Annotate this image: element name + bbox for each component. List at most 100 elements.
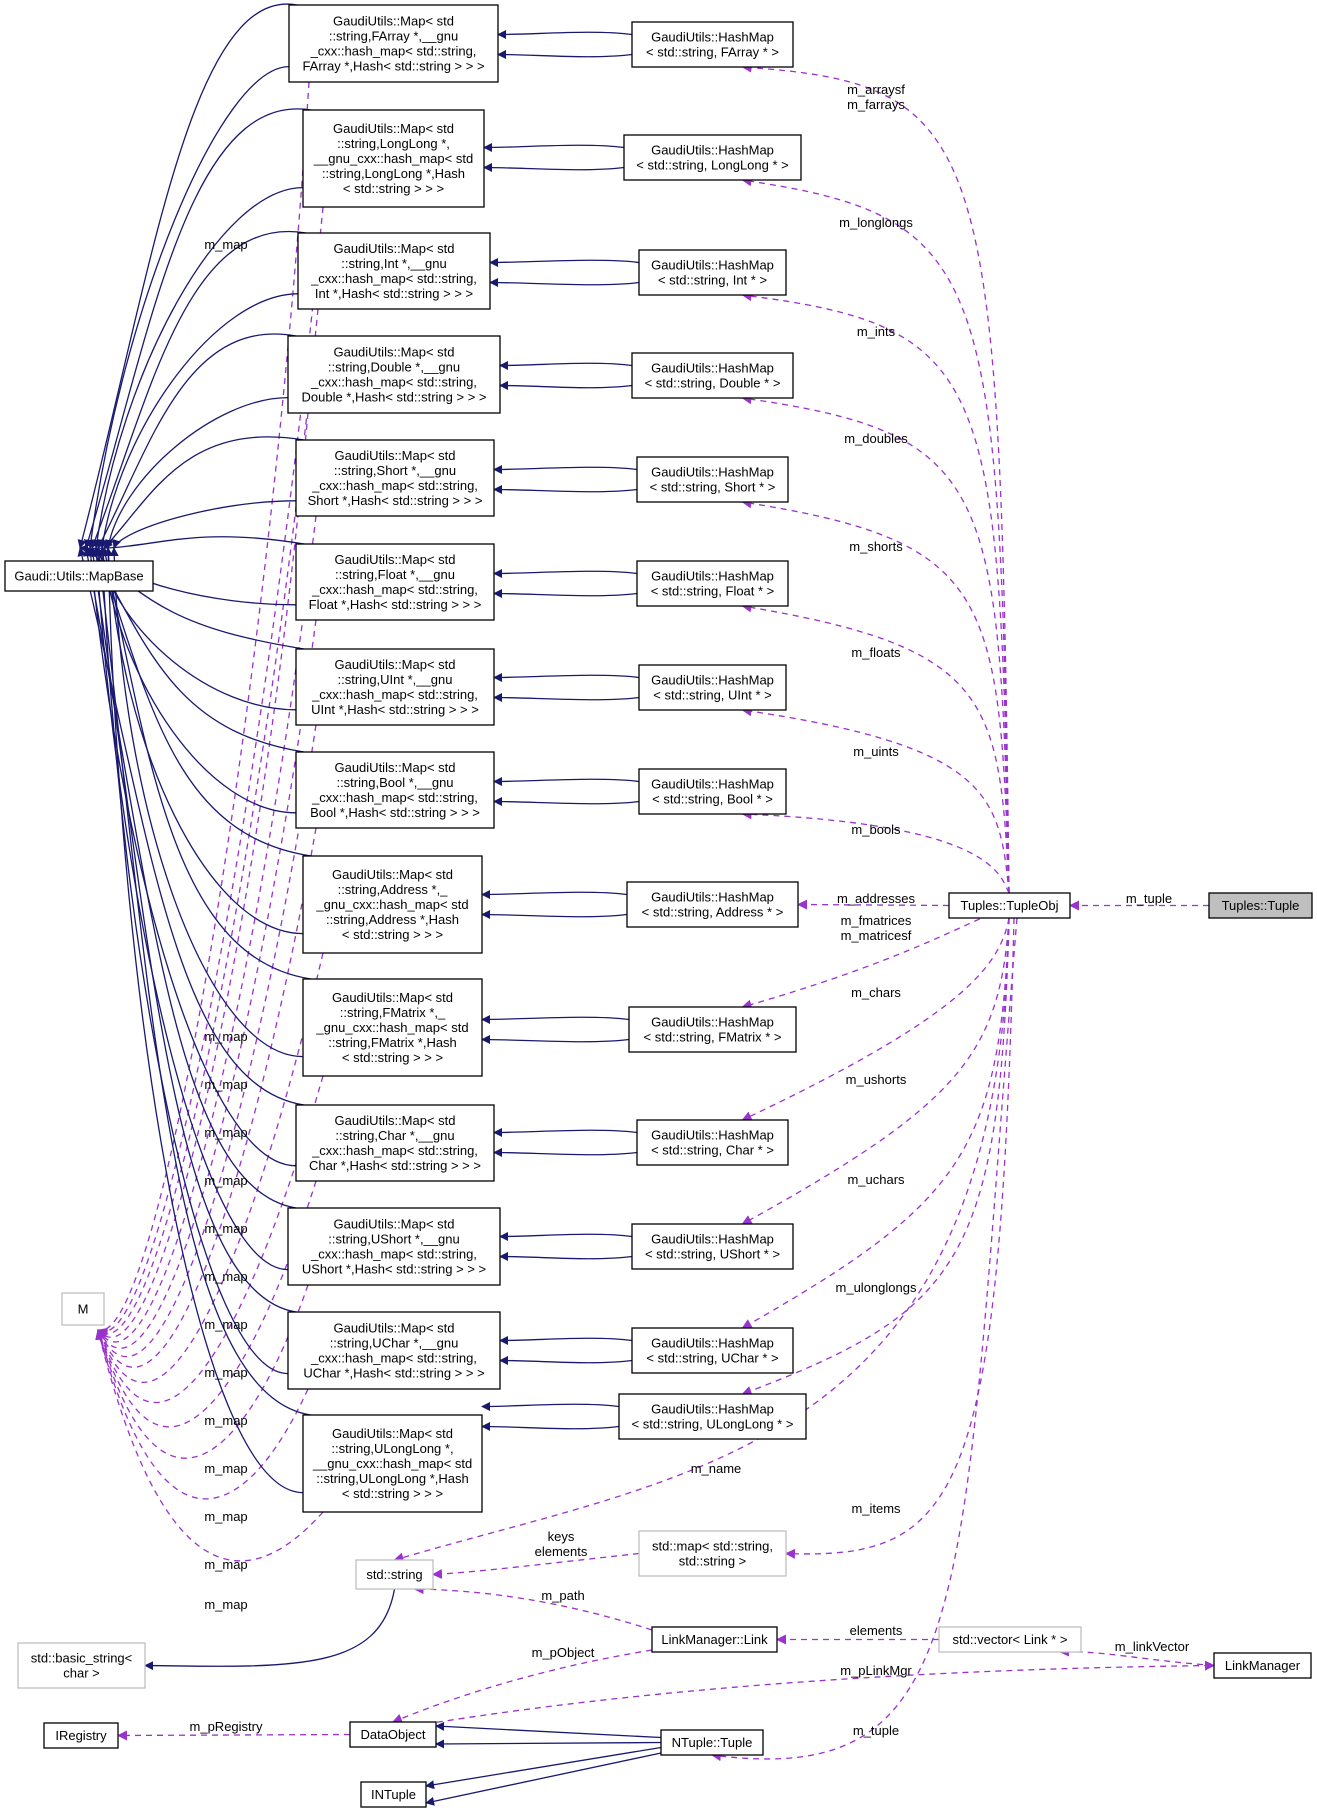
node-label-line: Short *,Hash< std::string > > > xyxy=(308,493,483,508)
node-label-line: < std::string, Float * > xyxy=(651,584,775,599)
node-box xyxy=(17,1642,146,1689)
node-linkmanager[interactable]: LinkManager xyxy=(1213,1652,1312,1679)
node-m-farray[interactable]: GaudiUtils::Map< std::string,FArray *,__… xyxy=(288,4,499,83)
node-label-line: GaudiUtils::Map< std xyxy=(332,1426,453,1441)
node-label-line: GaudiUtils::Map< std xyxy=(333,1321,454,1336)
node-h-int[interactable]: GaudiUtils::HashMap< std::string, Int * … xyxy=(638,249,787,296)
node-box xyxy=(302,855,483,954)
node-m-uchar[interactable]: GaudiUtils::Map< std::string,UChar *,__g… xyxy=(287,1311,501,1390)
node-m-int[interactable]: GaudiUtils::Map< std::string,Int *,__gnu… xyxy=(297,232,491,310)
edge-label-lbl-map-11: m_map xyxy=(204,1509,247,1524)
node-label-line: _cxx::hash_map< std::string, xyxy=(310,271,477,286)
node-iregistry[interactable]: IRegistry xyxy=(43,1722,119,1749)
node-box xyxy=(631,1327,794,1374)
node-m-char[interactable]: GaudiUtils::Map< std::string,Char *,__gn… xyxy=(295,1104,495,1182)
node-basicstring[interactable]: std::basic_string<char > xyxy=(17,1642,146,1689)
node-stdmap[interactable]: std::map< std::string,std::string > xyxy=(638,1530,787,1577)
node-h-short[interactable]: GaudiUtils::HashMap< std::string, Short … xyxy=(636,456,789,503)
node-h-address[interactable]: GaudiUtils::HashMap< std::string, Addres… xyxy=(626,881,799,928)
node-m-longlong[interactable]: GaudiUtils::Map< std::string,LongLong *,… xyxy=(302,109,485,208)
inherit-edge2-m_longlong-mapbase xyxy=(84,108,312,549)
node-stdstring[interactable]: std::string xyxy=(355,1559,434,1590)
node-ntuple[interactable]: NTuple::Tuple xyxy=(660,1729,764,1756)
edge-label-lbl-keys: elements xyxy=(535,1544,588,1559)
edge-label-lbl-plinkmgr: m_pLinkMgr xyxy=(840,1663,912,1678)
edge-label-lbl-pobject: m_pObject xyxy=(532,1645,595,1660)
usage-edge-m_ushort-m xyxy=(95,1284,309,1459)
node-label-line: UShort *,Hash< std::string > > > xyxy=(302,1262,486,1277)
node-label-line: std::vector< Link * > xyxy=(953,1632,1068,1647)
usage-edge-m_fmatrix-m xyxy=(96,1075,324,1404)
node-label-line: < std::string, UInt * > xyxy=(653,688,772,703)
node-label-line: < std::string, Address * > xyxy=(642,905,784,920)
usage-edge-tupleobj-h_address xyxy=(797,899,950,910)
node-m-float[interactable]: GaudiUtils::Map< std::string,Float *,__g… xyxy=(295,543,495,621)
node-m[interactable]: M xyxy=(61,1292,105,1326)
edge-label-lbl-map-7: m_map xyxy=(204,1317,247,1332)
node-dataobject[interactable]: DataObject xyxy=(349,1721,437,1748)
node-label-line: GaudiUtils::Map< std xyxy=(332,990,453,1005)
node-label-line: Tuples::Tuple xyxy=(1222,898,1300,913)
node-m-ulonglong[interactable]: GaudiUtils::Map< std::string,ULongLong *… xyxy=(302,1414,483,1513)
node-h-ulonglong[interactable]: GaudiUtils::HashMap< std::string, ULongL… xyxy=(618,1393,807,1440)
node-m-double[interactable]: GaudiUtils::Map< std::string,Double *,__… xyxy=(287,335,501,414)
node-link[interactable]: LinkManager::Link xyxy=(651,1626,778,1653)
node-label-line: UChar *,Hash< std::string > > > xyxy=(303,1366,484,1381)
inherit-edge2-m_int-mapbase xyxy=(90,230,307,549)
node-mapbase[interactable]: Gaudi::Utils::MapBase xyxy=(4,560,154,592)
inherit-edge2-h_ulonglong-m_ulonglong xyxy=(481,1422,620,1432)
node-box xyxy=(302,109,485,208)
node-label-line: _gnu_cxx::hash_map< std xyxy=(315,897,468,912)
edge-label-lbl-name: m_name xyxy=(691,1461,742,1476)
edge-label-lbl-arrays: m_farrays xyxy=(847,97,905,112)
node-h-float[interactable]: GaudiUtils::HashMap< std::string, Float … xyxy=(636,560,789,607)
node-label-line: LinkManager::Link xyxy=(661,1632,768,1647)
node-box xyxy=(61,1292,105,1326)
node-h-farray[interactable]: GaudiUtils::HashMap< std::string, FArray… xyxy=(631,21,794,68)
node-h-char[interactable]: GaudiUtils::HashMap< std::string, Char *… xyxy=(636,1119,789,1166)
node-label-line: UInt *,Hash< std::string > > > xyxy=(311,702,479,717)
node-box xyxy=(43,1722,119,1749)
node-box xyxy=(618,1393,807,1440)
node-m-short[interactable]: GaudiUtils::Map< std::string,Short *,__g… xyxy=(295,439,495,517)
node-label-line: ::string,LongLong *,Hash xyxy=(322,166,465,181)
inherit-edge-h_longlong-m_longlong xyxy=(483,142,625,152)
node-label-line: INTuple xyxy=(371,1787,416,1802)
node-intuple[interactable]: INTuple xyxy=(360,1781,427,1808)
node-label-line: ::string,UChar *,__gnu xyxy=(330,1336,459,1351)
node-label-line: GaudiUtils::Map< std xyxy=(334,657,455,672)
node-h-ushort[interactable]: GaudiUtils::HashMap< std::string, UShort… xyxy=(631,1223,794,1270)
node-stdvector[interactable]: std::vector< Link * > xyxy=(938,1626,1082,1653)
node-tupleobj[interactable]: Tuples::TupleObj xyxy=(948,892,1071,919)
node-label-line: Float *,Hash< std::string > > > xyxy=(309,597,482,612)
node-label-line: < std::string, Short * > xyxy=(650,480,776,495)
node-box xyxy=(1208,892,1313,919)
node-label-line: _cxx::hash_map< std::string, xyxy=(311,1143,478,1158)
edge-label-lbl-map-10: m_map xyxy=(204,1461,247,1476)
node-m-fmatrix[interactable]: GaudiUtils::Map< std::string,FMatrix *,_… xyxy=(302,978,483,1077)
node-tuple[interactable]: Tuples::Tuple xyxy=(1208,892,1313,919)
node-box xyxy=(638,1530,787,1577)
node-h-bool[interactable]: GaudiUtils::HashMap< std::string, Bool *… xyxy=(638,768,787,815)
node-m-bool[interactable]: GaudiUtils::Map< std::string,Bool *,__gn… xyxy=(295,751,495,829)
node-m-uint[interactable]: GaudiUtils::Map< std::string,UInt *,__gn… xyxy=(295,648,495,726)
inherit-edge2-h_longlong-m_longlong xyxy=(483,163,625,173)
node-label-line: < std::string > > > xyxy=(342,1486,443,1501)
node-label-line: GaudiUtils::Map< std xyxy=(334,448,455,463)
inherit-edge2-h_char-m_char xyxy=(493,1148,638,1158)
node-box xyxy=(4,560,154,592)
node-box xyxy=(295,1104,495,1182)
inherit-edge2-h_ushort-m_ushort xyxy=(499,1252,633,1262)
node-h-uchar[interactable]: GaudiUtils::HashMap< std::string, UChar … xyxy=(631,1327,794,1374)
node-label-line: GaudiUtils::HashMap xyxy=(651,143,774,158)
node-h-uint[interactable]: GaudiUtils::HashMap< std::string, UInt *… xyxy=(638,664,787,711)
inherit-edge2-m_fmatrix-mapbase xyxy=(101,547,312,980)
node-label-line: DataObject xyxy=(360,1727,425,1742)
node-m-ushort[interactable]: GaudiUtils::Map< std::string,UShort *,__… xyxy=(287,1207,501,1286)
node-h-fmatrix[interactable]: GaudiUtils::HashMap< std::string, FMatri… xyxy=(628,1006,797,1053)
node-h-double[interactable]: GaudiUtils::HashMap< std::string, Double… xyxy=(631,352,794,399)
node-m-address[interactable]: GaudiUtils::Map< std::string,Address *,_… xyxy=(302,855,483,954)
node-h-longlong[interactable]: GaudiUtils::HashMap< std::string, LongLo… xyxy=(623,134,802,181)
edge-label-lbl-addresses: m_addresses xyxy=(837,891,916,906)
